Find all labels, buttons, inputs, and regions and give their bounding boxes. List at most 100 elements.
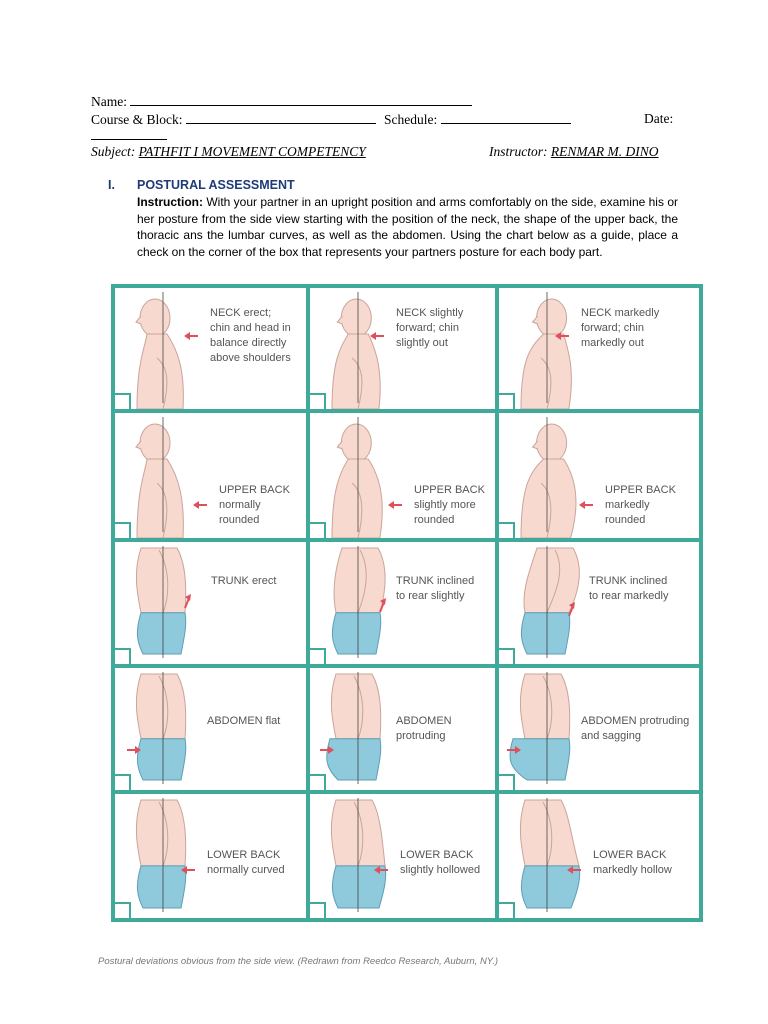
body-figure xyxy=(326,672,382,784)
section-title: POSTURAL ASSESSMENT xyxy=(137,178,295,192)
instructor-row: Instructor: RENMAR M. DINO xyxy=(489,144,658,160)
arm-line xyxy=(540,357,552,409)
posture-illustration xyxy=(330,798,388,912)
check-corner-box[interactable] xyxy=(310,902,326,918)
check-corner-box[interactable] xyxy=(499,648,515,664)
name-field[interactable] xyxy=(130,93,473,106)
description-line: slightly out xyxy=(396,337,448,349)
nose-shape xyxy=(531,440,538,450)
arm-line xyxy=(158,675,169,739)
chart-caption: Postural deviations obvious from the sid… xyxy=(98,956,499,967)
course-label: Course & Block: xyxy=(91,112,183,127)
schedule-label: Schedule: xyxy=(384,112,438,127)
check-corner-box[interactable] xyxy=(499,774,515,790)
indicator-arrow-icon xyxy=(379,598,386,613)
head-shape xyxy=(340,423,372,463)
torso-shape xyxy=(331,333,381,409)
description-line: markedly hollow xyxy=(593,864,672,876)
name-label: Name: xyxy=(91,94,127,109)
posture-illustration xyxy=(135,798,195,912)
description-line: LOWER BACK xyxy=(207,849,281,861)
posture-illustration xyxy=(331,417,402,538)
nose-shape xyxy=(135,440,142,450)
check-corner-box[interactable] xyxy=(115,774,131,790)
indicator-arrow-icon xyxy=(555,332,569,340)
shorts-shape xyxy=(326,738,382,781)
nose-shape xyxy=(531,315,538,325)
check-corner-box[interactable] xyxy=(115,648,131,664)
check-corner-box[interactable] xyxy=(310,522,326,538)
shorts-shape xyxy=(509,738,571,781)
course-field[interactable] xyxy=(185,111,376,124)
check-corner-box[interactable] xyxy=(499,393,515,409)
subject-row: Subject: PATHFIT I MOVEMENT COMPETENCY xyxy=(91,144,366,160)
check-corner-box[interactable] xyxy=(499,902,515,918)
arm-line xyxy=(156,357,168,409)
shorts-shape xyxy=(520,865,581,909)
check-corner-box[interactable] xyxy=(310,774,326,790)
description-line: protruding xyxy=(396,730,446,742)
description-line: ABDOMEN protruding xyxy=(581,715,690,727)
course-row: Course & Block: xyxy=(91,111,376,128)
indicator-arrow-icon xyxy=(320,746,334,754)
date-field[interactable] xyxy=(91,139,167,140)
description-line: markedly xyxy=(605,499,650,511)
description-line: markedly out xyxy=(581,337,644,349)
head-shape xyxy=(536,298,568,338)
description-line: NECK markedly xyxy=(581,307,660,319)
description-line: forward; chin xyxy=(581,322,644,334)
posture-description: LOWER BACK slightly hollowed xyxy=(400,848,480,878)
check-corner-box[interactable] xyxy=(499,522,515,538)
instructor-value: RENMAR M. DINO xyxy=(550,144,659,159)
check-corner-box[interactable] xyxy=(310,393,326,409)
subject-label: Subject: xyxy=(91,144,136,159)
posture-cell-lower-back-3: LOWER BACK markedly hollow xyxy=(497,792,701,920)
description-line: rounded xyxy=(219,514,260,526)
description-line: slightly hollowed xyxy=(400,864,481,876)
head-shape xyxy=(139,423,171,463)
indicator-arrow-icon xyxy=(370,332,384,340)
posture-cell-abdomen-1: ABDOMEN flat xyxy=(113,666,308,792)
description-line: NECK slightly xyxy=(396,307,464,319)
check-corner-box[interactable] xyxy=(115,902,131,918)
torso-shape xyxy=(333,547,386,614)
description-line: to rear slightly xyxy=(396,590,465,602)
body-figure xyxy=(135,798,187,912)
check-corner-box[interactable] xyxy=(310,648,326,664)
description-line: LOWER BACK xyxy=(400,849,474,861)
schedule-field[interactable] xyxy=(440,111,571,124)
description-line: rounded xyxy=(605,514,646,526)
arm-line xyxy=(353,801,364,867)
check-corner-box[interactable] xyxy=(115,393,131,409)
body-figure xyxy=(135,292,184,409)
posture-description: TRUNK erect xyxy=(211,574,276,589)
posture-cell-trunk-1: TRUNK erect xyxy=(113,540,308,666)
torso-shape xyxy=(136,458,184,538)
check-corner-box[interactable] xyxy=(115,522,131,538)
body-figure xyxy=(331,417,383,538)
arm-line xyxy=(357,549,367,613)
arm-line xyxy=(158,549,169,613)
indicator-arrow-icon xyxy=(567,866,581,874)
shorts-shape xyxy=(520,612,571,655)
posture-illustration xyxy=(127,672,187,784)
posture-illustration xyxy=(331,292,384,409)
description-line: UPPER BACK xyxy=(414,484,485,496)
section-number: I. xyxy=(108,178,115,192)
description-line: LOWER BACK xyxy=(593,849,667,861)
indicator-arrow-icon xyxy=(181,866,195,874)
